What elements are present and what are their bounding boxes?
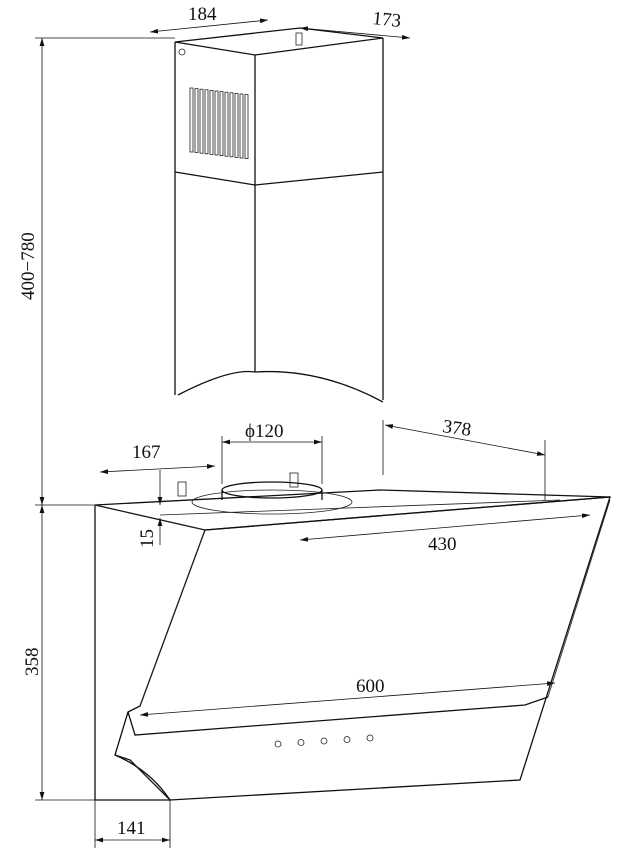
control-button [320, 737, 328, 745]
vent-slot [214, 90, 219, 156]
vent-slot [194, 88, 199, 153]
label-chimney-width: 184 [188, 4, 217, 25]
vent-slot [204, 89, 209, 155]
control-button [297, 739, 305, 746]
vent-slot [189, 87, 194, 153]
label-chimney-height: 400−780 [18, 232, 39, 300]
label-plate-thickness: 15 [137, 529, 158, 548]
control-button [274, 740, 282, 748]
label-duct-diameter: ϕ120 [245, 421, 284, 442]
chimney [174, 27, 384, 403]
dimension-lines [35, 18, 591, 848]
label-duct-offset: 167 [132, 442, 161, 463]
vent-slot [219, 91, 224, 156]
vent-slot [199, 88, 204, 154]
vent-slot [224, 91, 229, 157]
vent-slot [239, 93, 244, 159]
label-hood-height: 358 [22, 648, 43, 677]
vent-slot [209, 90, 214, 155]
vent-slot [229, 92, 234, 158]
control-buttons [274, 734, 374, 748]
label-top-depth: 378 [441, 416, 472, 441]
control-button [343, 736, 351, 743]
label-bottom-depth: 141 [117, 818, 146, 839]
vent-slot [244, 94, 249, 159]
label-chimney-depth: 173 [371, 8, 402, 32]
vent-slots [189, 87, 249, 159]
vent-slot [234, 93, 239, 158]
label-glass-top-width: 430 [428, 534, 457, 555]
hood-body [94, 472, 611, 801]
control-button [366, 734, 374, 742]
label-hood-width: 600 [356, 676, 385, 697]
